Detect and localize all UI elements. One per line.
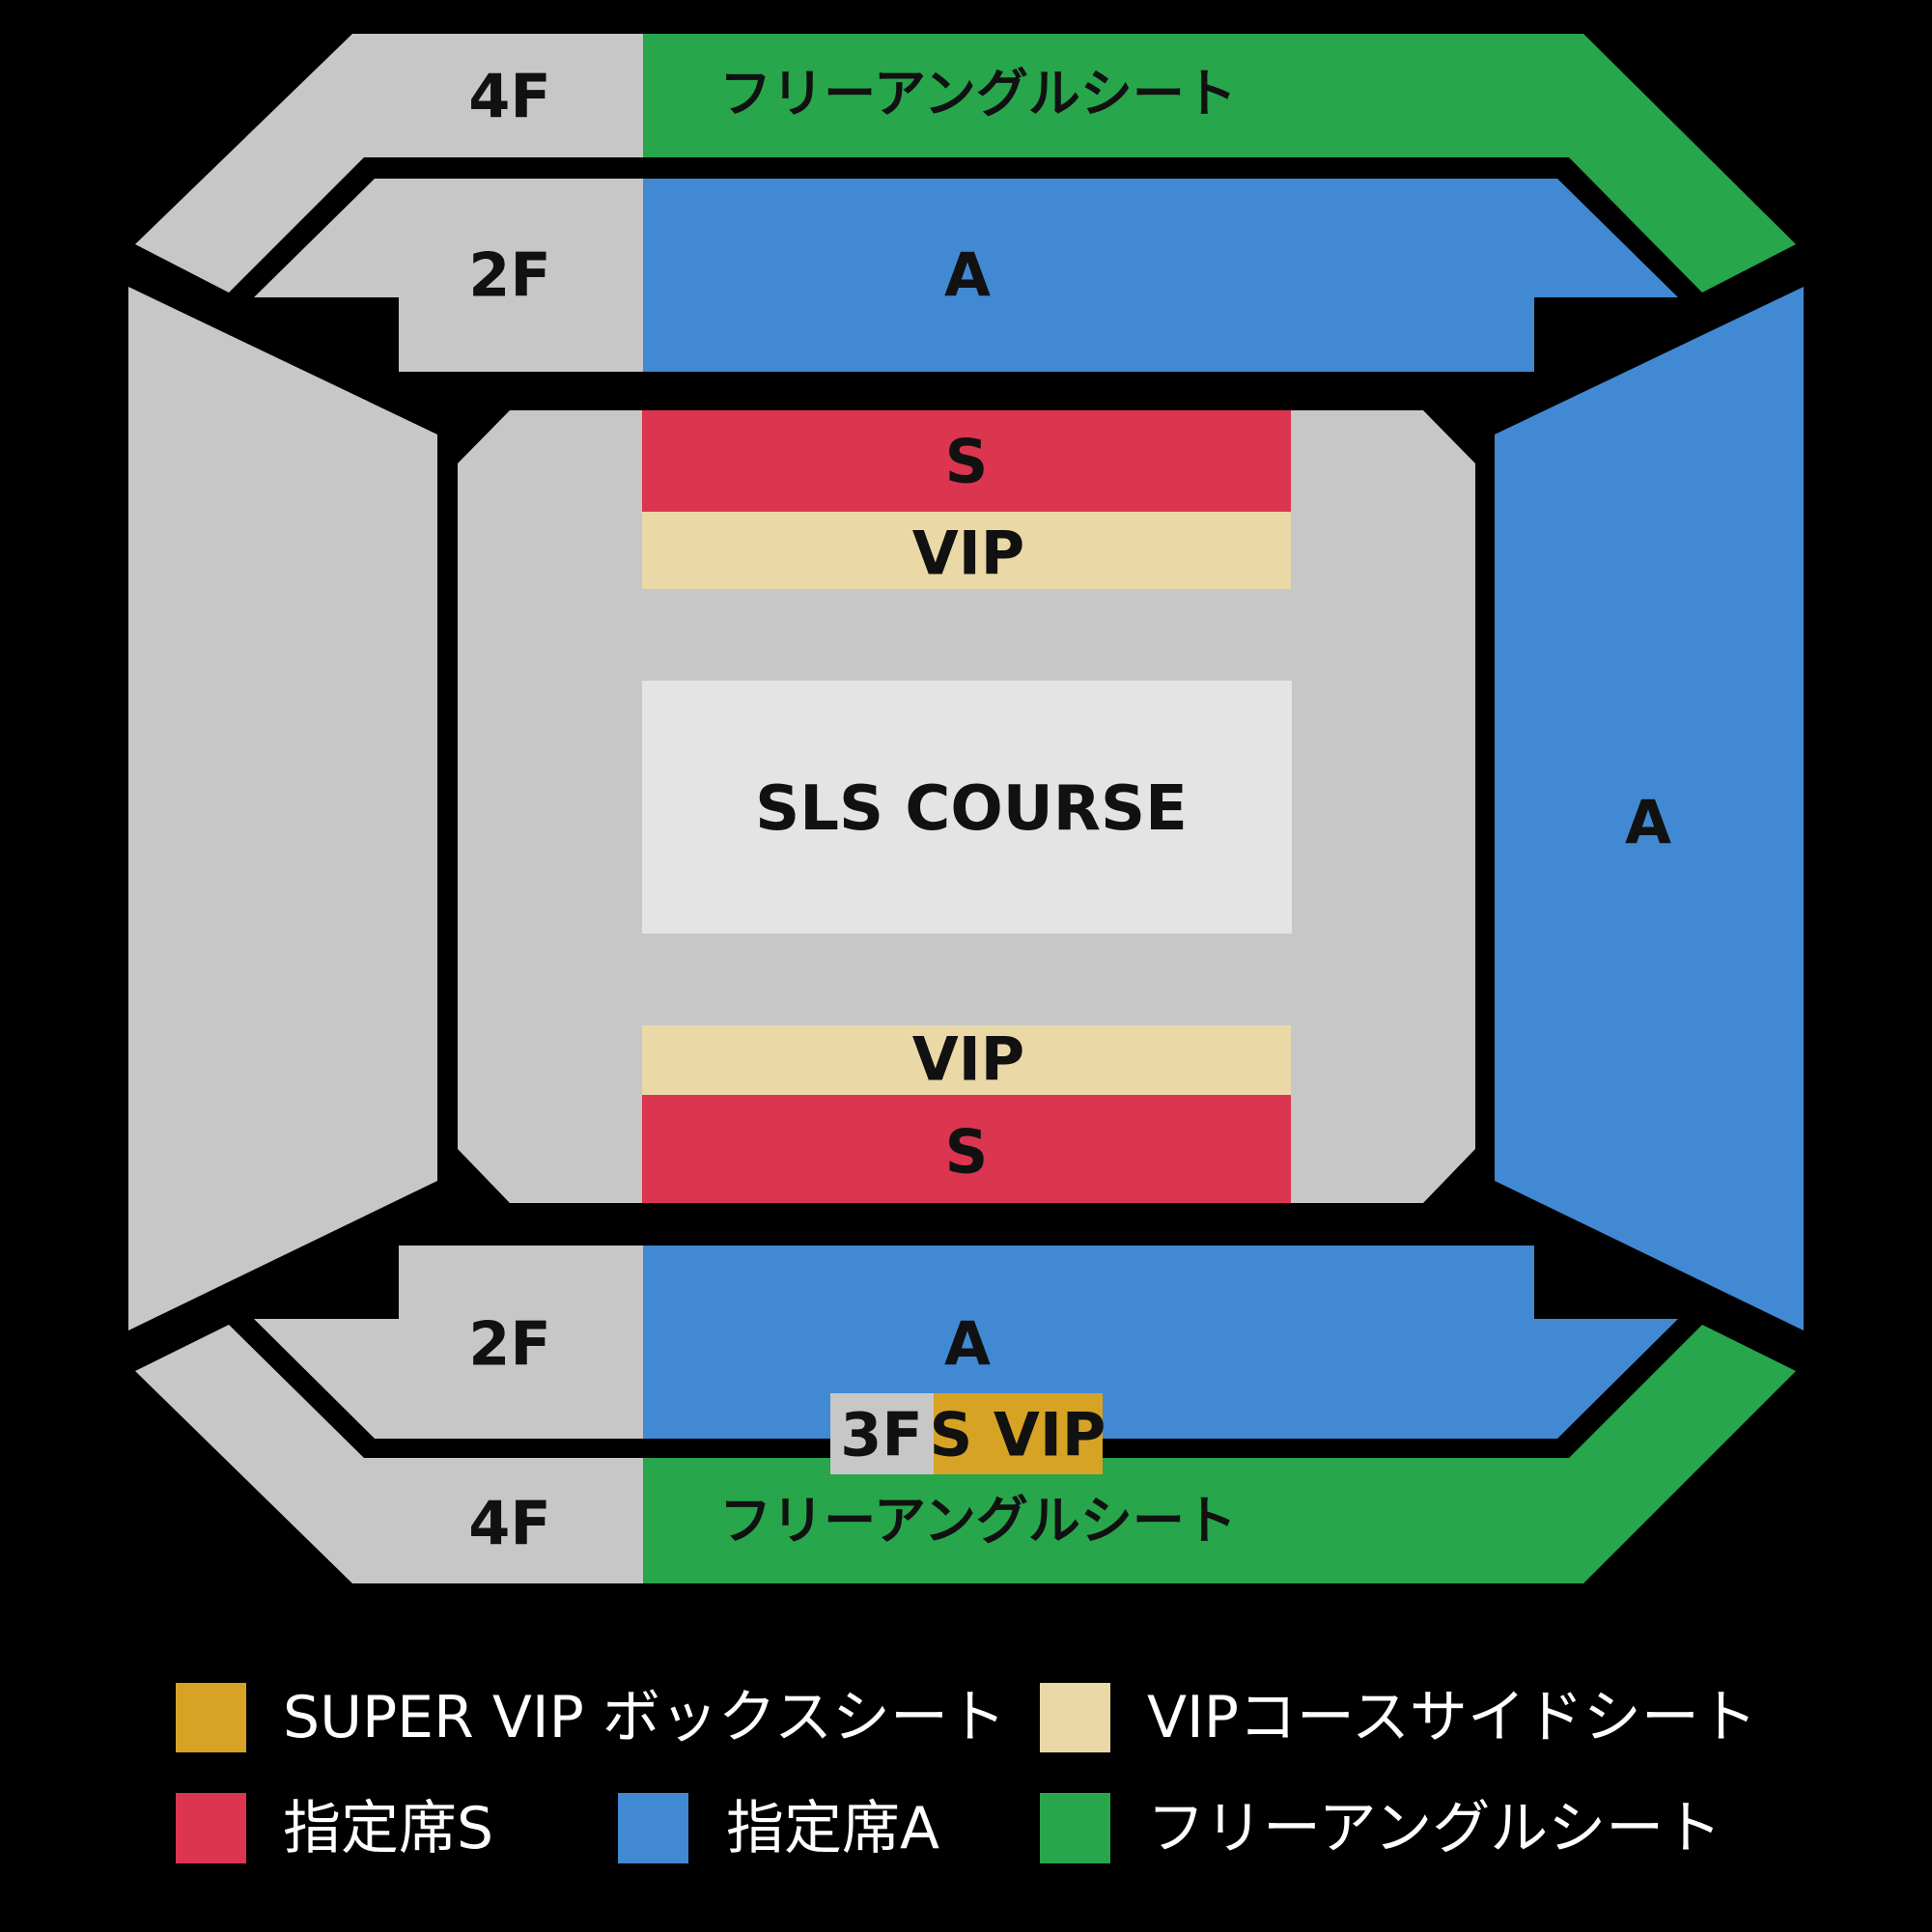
left-gray-section[interactable] [128, 287, 437, 1330]
bottom-4f-green-section[interactable] [643, 1325, 1796, 1583]
legend-label-free-angle: フリーアングルシート [1147, 1795, 1722, 1862]
bottom-4f-floor-label: 4F [468, 1489, 551, 1559]
bottom-2f-floor-label: 2F [468, 1309, 551, 1380]
legend-swatch-super-vip [176, 1683, 246, 1752]
center-top-vip-label: VIP [912, 518, 1025, 589]
center-top-vip-section[interactable] [642, 512, 1291, 589]
top-4f-zone-label: フリーアングルシート [719, 64, 1237, 125]
top-4f-gray-section[interactable] [135, 34, 643, 293]
super-vip-box-section[interactable] [934, 1393, 1103, 1474]
top-2f-blue-section[interactable] [643, 179, 1678, 372]
legend-label-reserved-s: 指定席S [283, 1795, 493, 1862]
center-bottom-s-label: S [945, 1117, 989, 1188]
bottom-4f-gray-section[interactable] [135, 1325, 643, 1583]
top-4f-green-section[interactable] [643, 34, 1796, 293]
top-2f-floor-label: 2F [468, 240, 551, 311]
center-top-s-section[interactable] [642, 410, 1291, 512]
top-2f-gray-section[interactable] [254, 179, 643, 372]
super-vip-box-label: S VIP [930, 1400, 1106, 1470]
top-2f-zone-label: A [944, 240, 991, 311]
bottom-2f-zone-label: A [944, 1309, 991, 1380]
bottom-4f-zone-label: フリーアングルシート [719, 1491, 1237, 1552]
bottom-2f-blue-section[interactable] [643, 1246, 1678, 1439]
center-bottom-vip-section[interactable] [642, 1025, 1291, 1095]
bottom-2f-gray-section[interactable] [254, 1246, 643, 1439]
center-top-s-label: S [945, 427, 989, 497]
legend-swatch-free-angle [1040, 1793, 1110, 1863]
legend-label-reserved-a: 指定席A [726, 1795, 939, 1862]
center-bottom-vip-label: VIP [912, 1024, 1025, 1095]
legend-swatch-vip-courseside [1040, 1683, 1110, 1752]
box-3f-floor-label: 3F [840, 1400, 923, 1470]
right-blue-section[interactable] [1495, 287, 1804, 1330]
center-bottom-s-section[interactable] [642, 1095, 1291, 1203]
legend-label-super-vip: SUPER VIP ボックスシート [283, 1684, 1006, 1751]
legend-label-vip-courseside: VIPコースサイドシート [1147, 1684, 1757, 1751]
right-block-zone-label: A [1625, 788, 1671, 858]
box-3f-floor-section [830, 1393, 934, 1474]
top-4f-floor-label: 4F [468, 62, 551, 132]
legend-swatch-reserved-a [618, 1793, 688, 1863]
sls-course-label: SLS COURSE [755, 773, 1188, 845]
sls-course-area [642, 681, 1292, 934]
legend-swatch-reserved-s [176, 1793, 246, 1863]
